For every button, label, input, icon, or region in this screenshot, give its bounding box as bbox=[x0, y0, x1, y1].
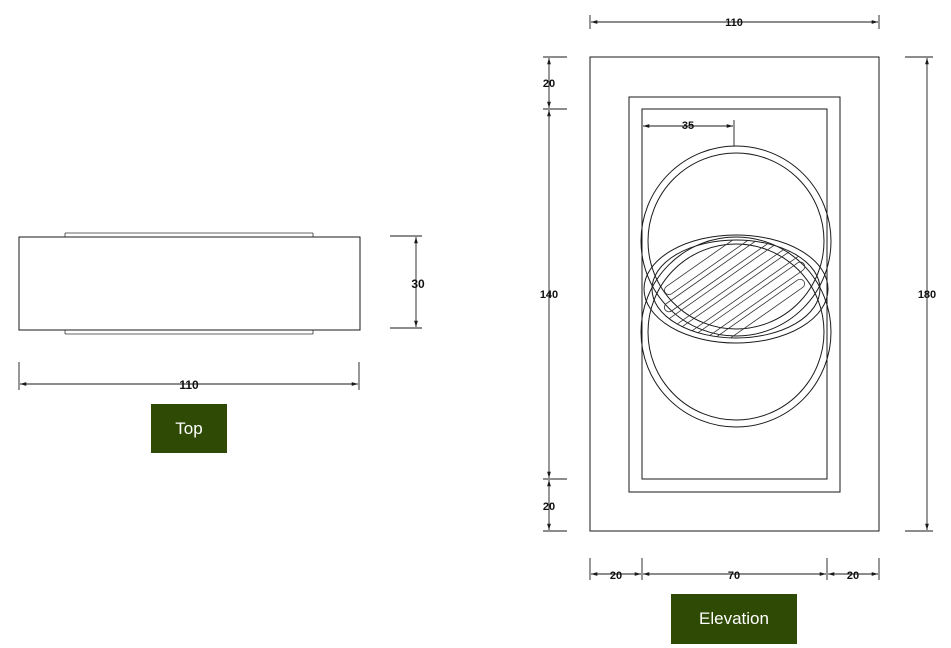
elevation-view-label-badge: Elevation bbox=[671, 594, 797, 644]
elevation-recess bbox=[628, 96, 841, 493]
top-margin-dim-label: 20 bbox=[543, 78, 555, 90]
elevation-height-dimension: 180 bbox=[905, 56, 936, 532]
top-view-label: Top bbox=[175, 418, 203, 438]
top-width-dim-label: 110 bbox=[179, 378, 199, 392]
elevation-bottom-dimensions: 20 70 20 bbox=[589, 558, 880, 582]
top-view: 110 30 bbox=[18, 232, 425, 392]
left-margin-dim-label: 20 bbox=[610, 570, 622, 582]
elevation-inner-panel bbox=[641, 108, 828, 480]
top-depth-dimension: 30 bbox=[390, 235, 425, 329]
elevation-view: 110 180 20 140 20 bbox=[540, 15, 936, 582]
drain-offset-dim-label: 35 bbox=[682, 120, 694, 132]
elevation-width-dim-label: 110 bbox=[725, 17, 743, 29]
elevation-view-label: Elevation bbox=[699, 609, 769, 628]
bottom-margin-dim-label: 20 bbox=[543, 501, 555, 513]
top-view-label-badge: Top bbox=[151, 404, 227, 453]
drain-grate bbox=[643, 234, 829, 344]
grate-slots bbox=[663, 240, 806, 338]
drain-offset-dimension: 35 bbox=[641, 118, 735, 146]
right-margin-dim-label: 20 bbox=[847, 570, 859, 582]
lower-circle bbox=[640, 236, 832, 428]
inner-height-dim-label: 140 bbox=[540, 289, 558, 301]
top-view-body bbox=[18, 236, 361, 331]
elevation-outer-frame bbox=[589, 56, 880, 532]
elevation-width-dimension: 110 bbox=[589, 15, 880, 29]
top-width-dimension: 110 bbox=[18, 362, 360, 392]
elevation-height-dim-label: 180 bbox=[918, 289, 936, 301]
center-width-dim-label: 70 bbox=[728, 570, 740, 582]
elevation-left-dimensions: 20 140 20 bbox=[540, 56, 567, 532]
upper-circle bbox=[640, 145, 832, 337]
top-depth-dim-label: 30 bbox=[411, 277, 425, 291]
